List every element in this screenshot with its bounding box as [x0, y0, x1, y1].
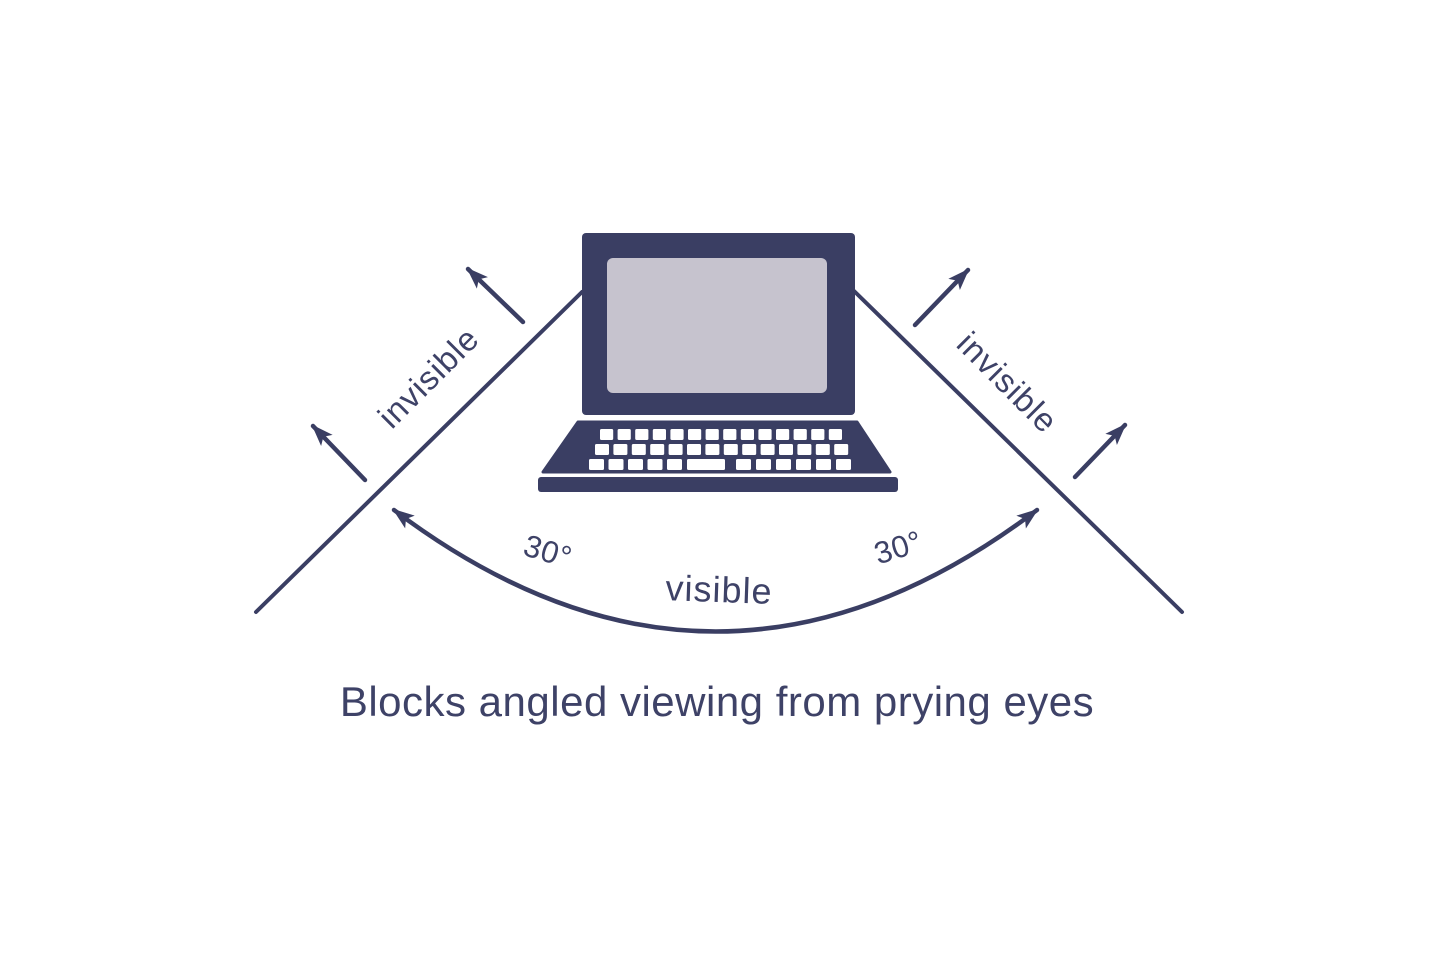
laptop-base [538, 477, 898, 492]
keyboard-key [834, 444, 849, 455]
keyboard-key [756, 459, 771, 470]
invisible-arrow-lower-left-icon [310, 423, 368, 483]
keyboard-key [828, 429, 842, 440]
visible-angle-arc [391, 507, 1040, 634]
keyboard-key [650, 444, 665, 455]
keyboard-key [687, 459, 725, 470]
caption-text: Blocks angled viewing from prying eyes [340, 678, 1094, 725]
keyboard-key [742, 444, 757, 455]
keyboard-key [793, 429, 807, 440]
keyboard-key [723, 429, 737, 440]
laptop-icon [538, 233, 898, 492]
keyboard-key [670, 429, 684, 440]
keyboard-key [723, 444, 738, 455]
keyboard-key [635, 429, 649, 440]
keyboard-key [779, 444, 793, 455]
label-invisible-right: invisible [950, 325, 1066, 441]
keyboard-key [652, 429, 666, 440]
keyboard-key [758, 429, 772, 440]
keyboard-key [631, 444, 646, 455]
keyboard-key [595, 444, 609, 455]
keyboard-key [740, 429, 754, 440]
keyboard-key [617, 429, 631, 440]
keyboard-key [776, 429, 790, 440]
invisible-arrow-lower-right-icon [1072, 422, 1128, 480]
invisible-arrow-upper-left-icon [465, 266, 526, 325]
label-angle-left: 30° [520, 528, 577, 576]
keyboard-key [776, 459, 791, 470]
keyboard-key [628, 459, 643, 470]
keyboard-key [600, 429, 614, 440]
label-visible: visible [665, 567, 773, 612]
label-invisible-left: invisible [371, 320, 487, 436]
keyboard-key [688, 429, 702, 440]
keyboard-key [668, 444, 683, 455]
keyboard-key [705, 444, 720, 455]
keyboard-key [705, 429, 719, 440]
keyboard-key [796, 459, 811, 470]
laptop-screen [607, 258, 827, 393]
keyboard-key [608, 459, 624, 470]
keyboard-key [816, 459, 831, 470]
keyboard-key [797, 444, 812, 455]
keyboard-key [667, 459, 682, 470]
label-angle-right: 30° [870, 524, 927, 572]
keyboard-key [815, 444, 830, 455]
keyboard-key [589, 459, 604, 470]
right-boundary-line [851, 288, 1184, 614]
keyboard-keys [589, 429, 851, 470]
keyboard-key [760, 444, 775, 455]
invisible-arrow-upper-right-icon [912, 267, 971, 328]
keyboard-key [811, 429, 825, 440]
keyboard-key [687, 444, 701, 455]
left-boundary-line [254, 290, 584, 614]
keyboard-key [647, 459, 663, 470]
keyboard-key [736, 459, 751, 470]
keyboard-key [836, 459, 851, 470]
keyboard-key [613, 444, 628, 455]
